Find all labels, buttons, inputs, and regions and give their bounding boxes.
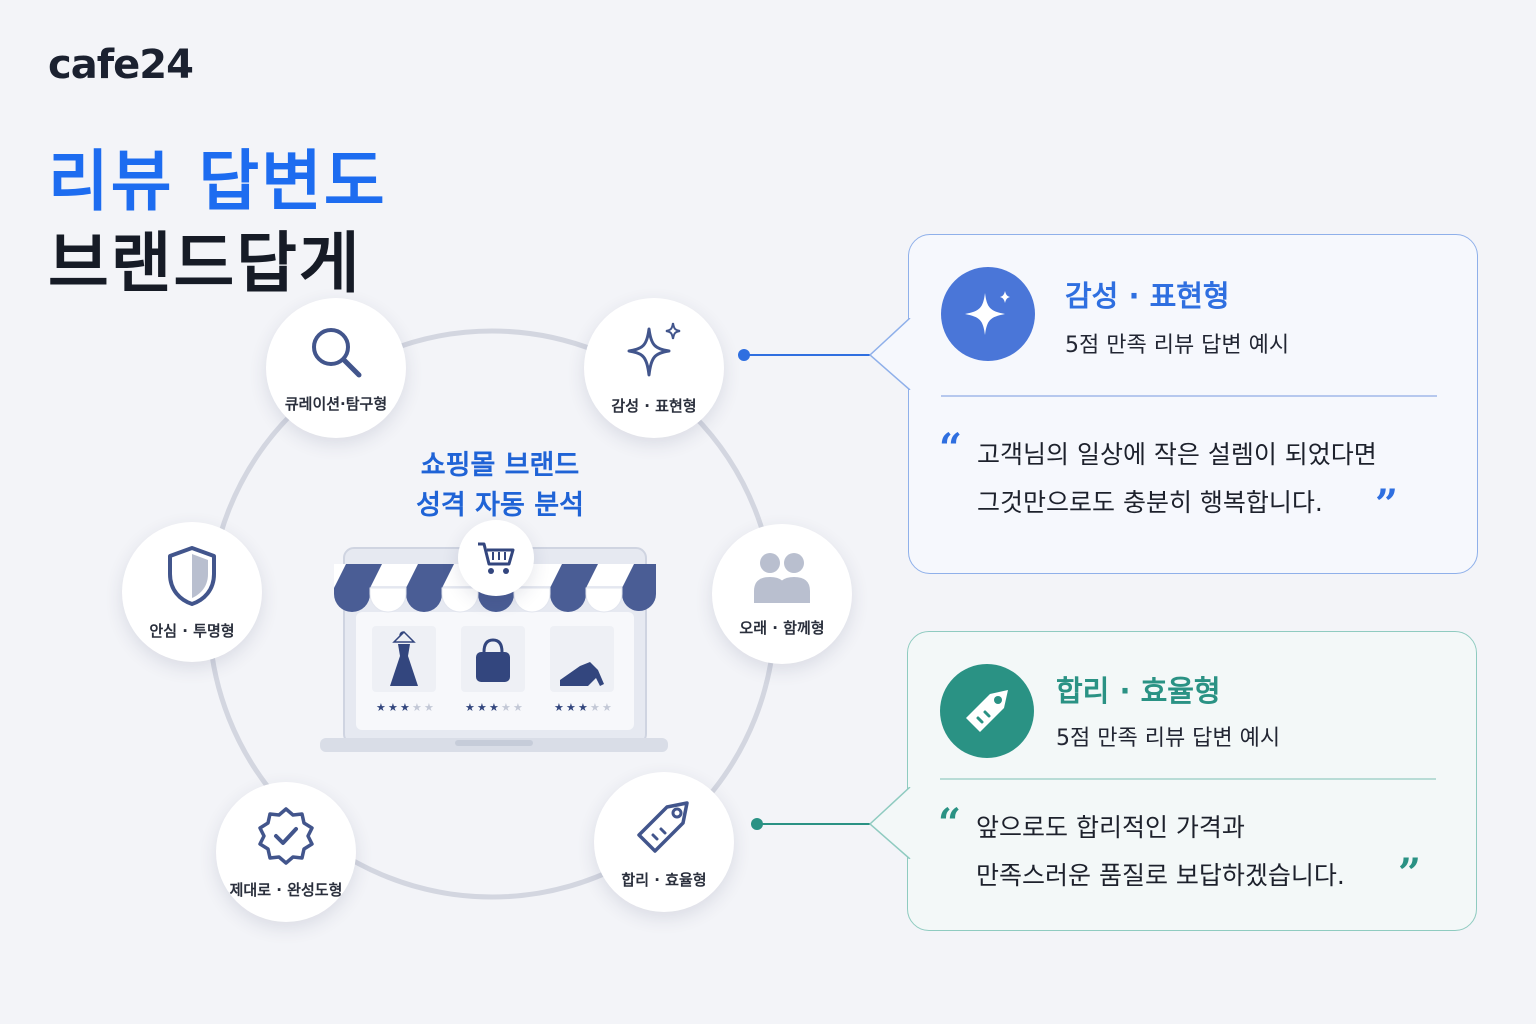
node-label: 안심 · 투명형 (149, 621, 235, 640)
open-quote-icon: “ (939, 425, 963, 472)
node-completeness[interactable]: 제대로 · 완성도형 (216, 782, 356, 922)
node-emotional[interactable]: 감성 · 표현형 (584, 298, 724, 438)
node-trust[interactable]: 안심 · 투명형 (122, 522, 262, 662)
center-title-line2: 성격 자동 분석 (416, 490, 584, 521)
price-tag-icon (966, 690, 1008, 732)
price-tag-icon (637, 800, 689, 853)
node-rational[interactable]: 합리 · 효율형 (594, 772, 734, 912)
card-quote: 고객님의 일상에 작은 설렘이 되었다면 그것만으로도 충분히 행복합니다. (977, 431, 1377, 527)
search-icon (312, 327, 362, 377)
center-title: 쇼핑몰 브랜드 성격 자동 분석 (370, 446, 630, 526)
node-label: 감성 · 표현형 (611, 396, 697, 415)
rating-star: ★ (477, 701, 487, 714)
sparkle-icon (627, 322, 681, 376)
shopping-cart-icon (478, 542, 515, 574)
headline-line2: 브랜드답게 (48, 225, 362, 302)
card-divider (940, 778, 1436, 780)
node-curation[interactable]: 큐레이션·탐구형 (266, 298, 406, 438)
rating-star: ★ (424, 701, 434, 714)
card-badge (941, 267, 1035, 361)
rating-star: ★ (590, 701, 600, 714)
card-badge (940, 664, 1034, 758)
rating-star: ★ (554, 701, 564, 714)
card-quote: 앞으로도 합리적인 가격과 만족스러운 품질로 보답하겠습니다. (976, 804, 1345, 900)
example-card-emotional: 감성 · 표현형 5점 만족 리뷰 답변 예시 “ 고객님의 일상에 작은 설렘… (908, 234, 1478, 574)
node-longterm[interactable]: 오래 · 함께형 (712, 524, 852, 664)
card-divider (941, 395, 1437, 397)
card-title: 감성 · 표현형 (1065, 279, 1230, 313)
card-pointer-emotional (868, 318, 911, 390)
quote-line1: 앞으로도 합리적인 가격과 (976, 813, 1245, 842)
node-label: 합리 · 효율형 (621, 870, 707, 889)
rating-star: ★ (513, 701, 523, 714)
cafe24-logo: cafe24 (48, 42, 194, 88)
rating-star: ★ (578, 701, 588, 714)
rating-star: ★ (412, 701, 422, 714)
node-label: 오래 · 함께형 (739, 618, 825, 637)
card-subtitle: 5점 만족 리뷰 답변 예시 (1065, 333, 1290, 358)
close-quote-icon: ” (1398, 850, 1422, 897)
example-card-rational: 합리 · 효율형 5점 만족 리뷰 답변 예시 “ 앞으로도 합리적인 가격과 … (907, 631, 1477, 931)
shield-icon (168, 545, 216, 606)
card-title: 합리 · 효율형 (1056, 674, 1221, 708)
product-ratings: ★★★★★★★★★★★★★★★ (376, 701, 612, 714)
node-label: 큐레이션·탐구형 (284, 394, 388, 413)
storefront-illustration (320, 547, 668, 752)
cart-badge (458, 520, 534, 596)
people-icon (754, 552, 810, 603)
rating-star: ★ (376, 701, 386, 714)
rating-star: ★ (388, 701, 398, 714)
connector-dot-emotional (738, 349, 750, 361)
verified-badge-icon (258, 806, 314, 865)
rating-star: ★ (465, 701, 475, 714)
rating-star: ★ (501, 701, 511, 714)
rating-star: ★ (566, 701, 576, 714)
connector-dot-rational (751, 818, 763, 830)
quote-line1: 고객님의 일상에 작은 설렘이 되었다면 (977, 440, 1377, 469)
center-title-line1: 쇼핑몰 브랜드 (420, 450, 580, 481)
open-quote-icon: “ (938, 800, 962, 847)
card-subtitle: 5점 만족 리뷰 답변 예시 (1056, 726, 1281, 751)
close-quote-icon: ” (1375, 481, 1399, 528)
sparkle-icon (965, 291, 1010, 335)
rating-star: ★ (400, 701, 410, 714)
quote-line2: 만족스러운 품질로 보답하겠습니다. (976, 861, 1345, 890)
node-label: 제대로 · 완성도형 (229, 880, 343, 899)
quote-line2: 그것만으로도 충분히 행복합니다. (977, 488, 1323, 517)
rating-star: ★ (489, 701, 499, 714)
card-pointer-rational (868, 787, 911, 859)
headline-line1: 리뷰 답변도 (48, 143, 387, 220)
rating-star: ★ (602, 701, 612, 714)
